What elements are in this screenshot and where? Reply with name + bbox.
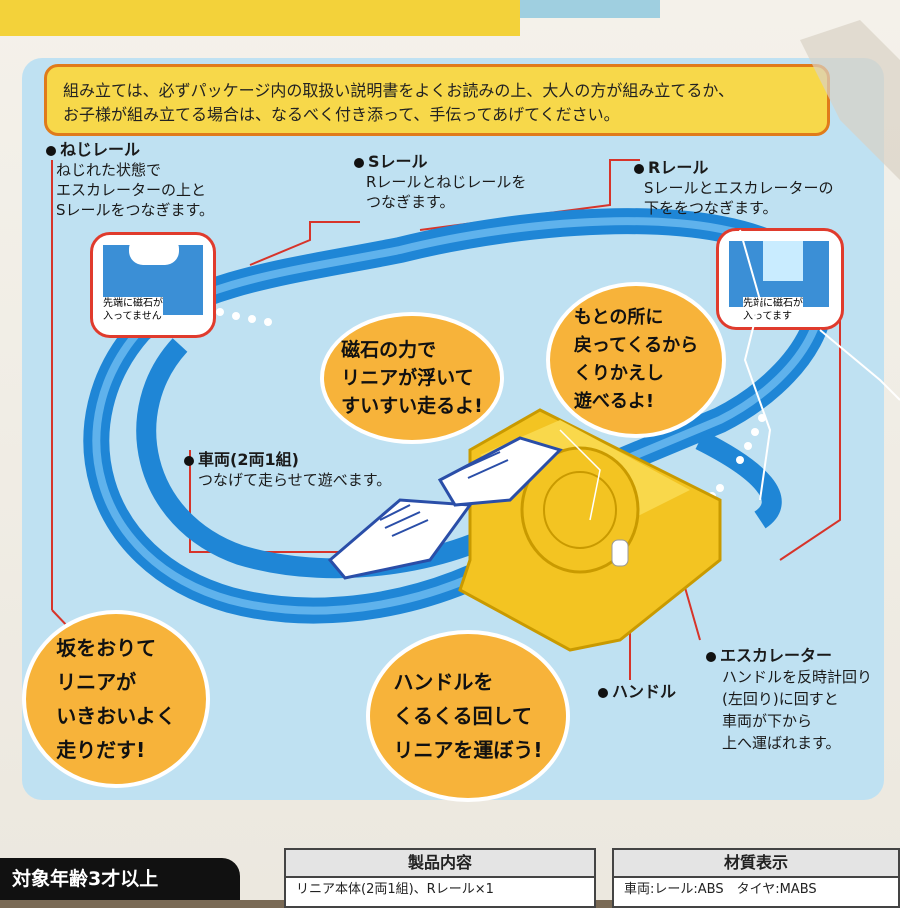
label-neji-title: ねじレール [60, 140, 141, 159]
bubble-magnet-text: 磁石の力で リニアが浮いて すいすい走るよ! [341, 339, 483, 417]
label-s-desc: Rレールとねじレールを つなぎます。 [366, 173, 527, 211]
top-banner [0, 0, 520, 36]
bullet-icon [184, 455, 194, 466]
inset-left: 先端に磁石が 入ってません [90, 232, 216, 338]
label-s-title: Sレール [368, 152, 428, 171]
label-handle-title: ハンドル [612, 682, 677, 701]
label-r-title: Rレール [648, 158, 709, 177]
product-contents-table: 製品内容 リニア本体(2両1組)、Rレール×1 [284, 848, 596, 908]
product-contents-header: 製品内容 [286, 850, 594, 878]
bullet-icon [706, 651, 716, 662]
label-handle: ハンドル [598, 682, 676, 702]
inset-left-note: 先端に磁石が 入ってません [103, 297, 163, 323]
bubble-slope-text: 坂をおりて リニアが いきおいよく 走りだす! [56, 636, 176, 762]
notice-line-1: 組み立ては、必ずパッケージ内の取扱い説明書をよくお読みの上、大人の方が組み立てる… [63, 81, 735, 100]
label-neji-rail: ねじレール ねじれた状態で エスカレーターの上と Sレールをつなぎます。 [46, 140, 214, 220]
bubble-handle: ハンドルを くるくる回して リニアを運ぼう! [366, 630, 570, 802]
label-escalator-title: エスカレーター [720, 646, 833, 665]
inset-right-note: 先端に磁石が 入ってます [743, 297, 803, 323]
bullet-icon [634, 163, 644, 174]
escalator-track [695, 431, 782, 529]
label-r-rail: Rレール Sレールとエスカレーターの 下ををつなぎます。 [634, 158, 834, 218]
label-s-rail: Sレール Rレールとねじレールを つなぎます。 [354, 152, 526, 212]
target-age-badge: 対象年齢3才以上 [0, 858, 240, 900]
label-escalator-desc: ハンドルを反時計回り (左回り)に回すと 車両が下から 上へ運ばれます。 [722, 668, 873, 752]
label-car-desc: つなげて走らせて遊べます。 [198, 471, 392, 489]
bubble-handle-text: ハンドルを くるくる回して リニアを運ぼう! [393, 670, 543, 762]
label-car-title: 車両(2両1組) [198, 450, 299, 469]
maglev-cars [327, 436, 563, 580]
assembly-notice: 組み立ては、必ずパッケージ内の取扱い説明書をよくお読みの上、大人の方が組み立てる… [44, 64, 830, 136]
handle-knob [611, 539, 629, 567]
bubble-return-text: もとの所に 戻ってくるから くりかえし 遊べるよ! [573, 307, 699, 412]
bullet-icon [598, 687, 608, 698]
top-banner-image [520, 0, 660, 18]
material-row: 車両:レール:ABS タイヤ:MABS [624, 882, 817, 897]
bullet-icon [46, 145, 56, 156]
gear-wheel [520, 446, 640, 574]
label-escalator: エスカレーター ハンドルを反時計回り (左回り)に回すと 車両が下から 上へ運ば… [706, 646, 872, 754]
material-header: 材質表示 [614, 850, 898, 878]
bubble-magnet: 磁石の力で リニアが浮いて すいすい走るよ! [320, 312, 504, 444]
inner-track [136, 338, 526, 579]
label-car: 車両(2両1組) つなげて走らせて遊べます。 [184, 450, 391, 490]
bullet-icon [354, 157, 364, 168]
label-r-desc: Sレールとエスカレーターの 下ををつなぎます。 [644, 179, 834, 217]
label-neji-desc: ねじれた状態で エスカレーターの上と Sレールをつなぎます。 [56, 161, 215, 219]
bubble-return: もとの所に 戻ってくるから くりかえし 遊べるよ! [546, 282, 726, 438]
notice-line-2: お子様が組み立てる場合は、なるべく付き添って、手伝ってあげてください。 [63, 105, 620, 124]
material-table: 材質表示 車両:レール:ABS タイヤ:MABS [612, 848, 900, 908]
product-contents-row: リニア本体(2両1組)、Rレール×1 [296, 882, 494, 897]
track-highlight [92, 217, 824, 615]
bubble-slope: 坂をおりて リニアが いきおいよく 走りだす! [22, 610, 210, 788]
